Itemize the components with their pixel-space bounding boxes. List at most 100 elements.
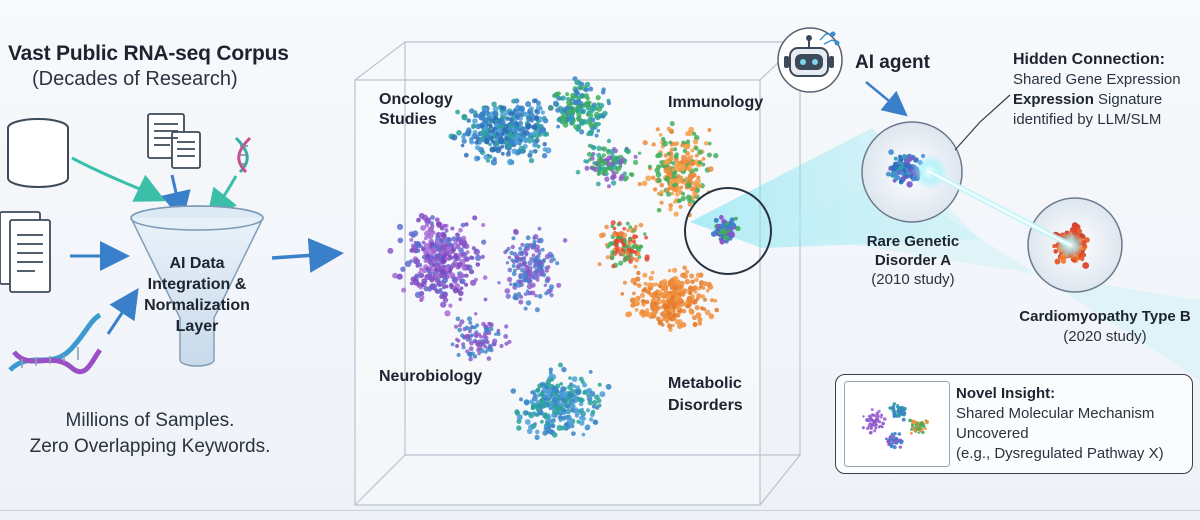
- scatter-dot: [481, 223, 486, 227]
- scatter-dot: [595, 181, 601, 187]
- scatter-dot: [921, 422, 925, 426]
- scatter-dot: [647, 164, 652, 169]
- scatter-dot: [420, 283, 425, 288]
- scatter-dot: [530, 390, 535, 395]
- scatter-dot: [434, 272, 440, 278]
- scatter-dot: [620, 248, 625, 252]
- scatter-dot: [490, 118, 495, 124]
- scatter-dot: [896, 403, 899, 407]
- scatter-dot: [735, 225, 741, 232]
- document-icon: [0, 211, 51, 293]
- scatter-dot: [900, 439, 904, 443]
- scatter-dot: [1084, 237, 1090, 243]
- scatter-dot: [677, 319, 683, 325]
- scatter-dot: [484, 327, 489, 332]
- link-a-b-core: [929, 171, 1071, 246]
- scatter-dot: [461, 138, 467, 144]
- scatter-dot: [884, 418, 887, 421]
- scatter-dot: [413, 258, 421, 265]
- scatter-dot: [632, 243, 638, 249]
- scatter-dot: [556, 282, 562, 288]
- scatter-dot: [643, 281, 648, 286]
- scatter-dot: [489, 132, 494, 137]
- scatter-dot: [674, 279, 680, 285]
- scatter-dot: [675, 192, 680, 197]
- scatter-dot: [470, 333, 474, 337]
- scatter-dot: [588, 86, 594, 92]
- scatter-dot: [511, 264, 516, 268]
- scatter-dot: [489, 347, 494, 353]
- scatter-dot: [661, 292, 667, 298]
- scatter-dot: [551, 423, 556, 429]
- scatter-dot: [724, 239, 729, 244]
- scatter-dot: [523, 399, 530, 405]
- scatter-dot: [680, 195, 686, 202]
- scatter-dot: [529, 399, 535, 405]
- scatter-dot: [668, 207, 673, 212]
- scatter-dot: [663, 159, 669, 166]
- scatter-dot: [574, 90, 580, 96]
- scatter-dot: [442, 273, 448, 279]
- scatter-dot: [504, 128, 510, 134]
- scatter-dot: [492, 105, 499, 112]
- scatter-dot: [572, 384, 577, 389]
- scatter-dot: [612, 231, 616, 236]
- scatter-dot: [611, 164, 617, 170]
- scatter-dot: [520, 126, 526, 132]
- scatter-dot: [481, 109, 486, 115]
- scatter-dot: [685, 182, 692, 189]
- scatter-dot: [625, 150, 630, 154]
- scatter-dot: [560, 425, 566, 431]
- scatter-dot: [421, 278, 428, 285]
- scatter-dot: [445, 236, 452, 243]
- scatter-dot: [694, 277, 699, 283]
- scatter-dot: [488, 322, 494, 328]
- scatter-dot: [510, 258, 514, 263]
- scatter-dot: [873, 429, 877, 433]
- scatter-dot: [604, 157, 608, 161]
- scatter-dot: [898, 179, 904, 185]
- scatter-dot: [703, 297, 707, 302]
- scatter-dot: [556, 124, 560, 129]
- scatter-dot: [540, 110, 546, 115]
- dna-icon-large: [8, 312, 103, 375]
- scatter-dot: [415, 264, 420, 268]
- scatter-dot: [444, 228, 449, 232]
- scatter-dot: [581, 432, 586, 437]
- scatter-dot: [633, 281, 637, 286]
- scatter-dot: [511, 271, 517, 277]
- scatter-dot: [547, 394, 551, 399]
- scatter-dot: [659, 182, 665, 188]
- scatter-points: [387, 76, 741, 441]
- scatter-dot: [551, 396, 558, 403]
- scatter-dot: [580, 120, 586, 126]
- scatter-dot: [672, 285, 678, 290]
- scatter-dot: [879, 415, 883, 419]
- scatter-dot: [444, 241, 450, 248]
- scatter-dot: [531, 98, 537, 104]
- scatter-dot: [535, 273, 540, 279]
- scatter-dot: [542, 142, 547, 147]
- scatter-dot: [576, 123, 582, 129]
- scatter-dot: [527, 277, 532, 282]
- scatter-dot: [694, 153, 699, 158]
- scatter-dot: [586, 113, 591, 117]
- scatter-dot: [580, 416, 586, 422]
- scatter-dot: [506, 246, 511, 251]
- scatter-dot: [561, 366, 567, 373]
- scatter-dot: [424, 223, 430, 228]
- scatter-dot: [642, 140, 648, 146]
- scatter-dot: [474, 312, 478, 316]
- scatter-dot: [885, 171, 891, 177]
- scatter-dot: [592, 419, 598, 425]
- scatter-dot: [693, 290, 698, 294]
- scatter-dot: [445, 256, 449, 261]
- scatter-dot: [656, 207, 662, 213]
- scatter-dot: [704, 309, 711, 316]
- scatter-dot: [499, 343, 504, 349]
- scatter-dot: [580, 412, 585, 416]
- scatter-dot: [503, 250, 508, 255]
- label-immunology: Immunology: [668, 94, 763, 111]
- scatter-dot: [503, 334, 509, 339]
- scatter-dot: [893, 171, 899, 177]
